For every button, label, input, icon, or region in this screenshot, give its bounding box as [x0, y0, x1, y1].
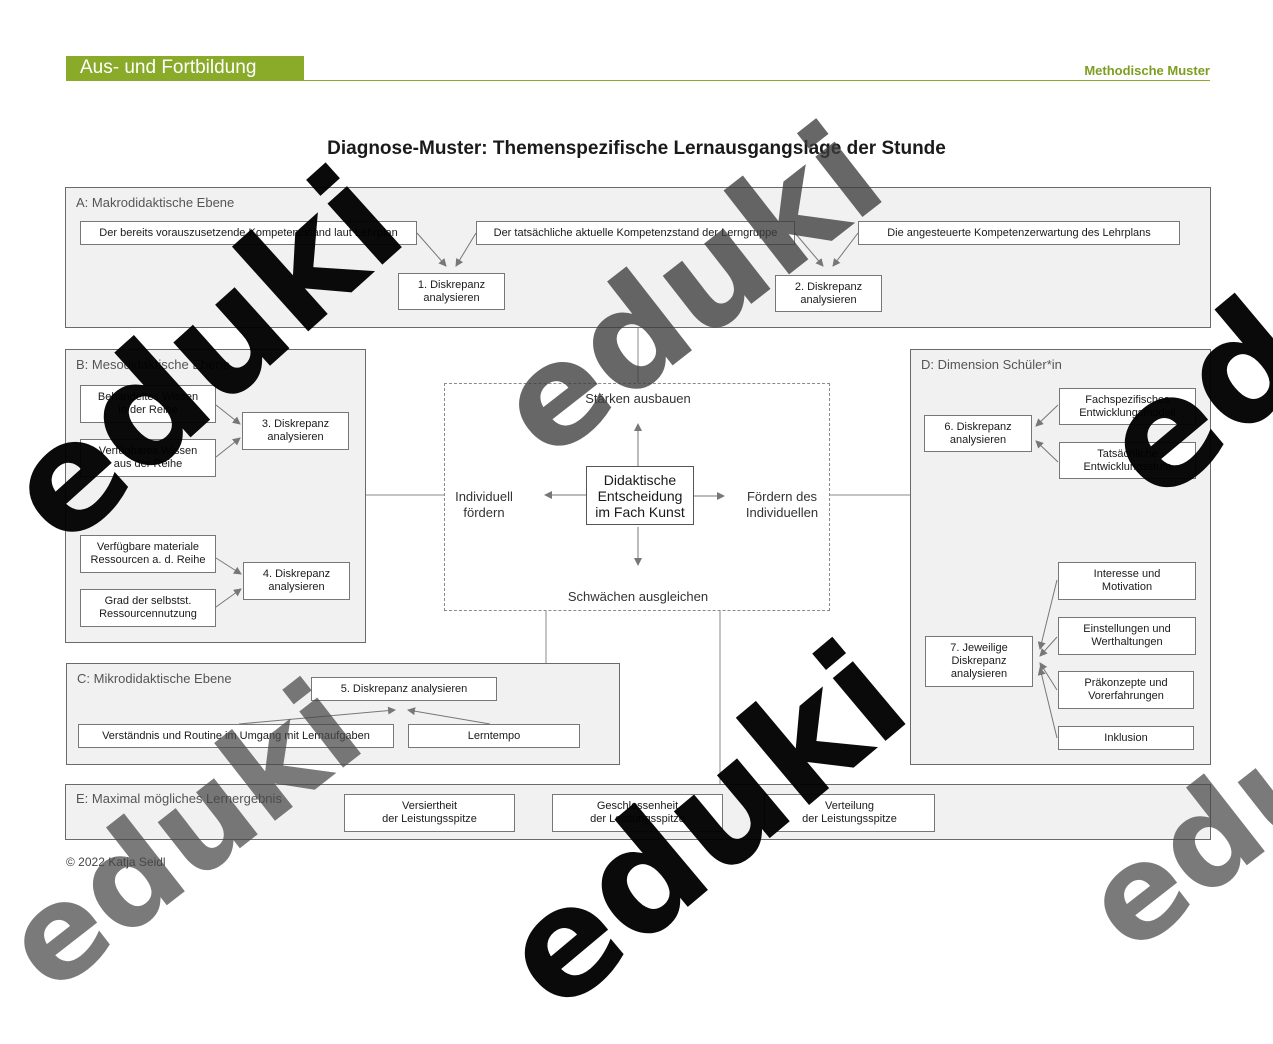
- header-category: Methodische Muster: [1084, 63, 1210, 78]
- discrepancy-1-box: 1. Diskrepanz analysieren: [398, 273, 505, 310]
- section-e-label: E: Maximal mögliches Lernergebnis: [76, 791, 282, 806]
- available-knowledge-box: Verfügbares Wissen aus der Reihe: [80, 439, 216, 477]
- header-divider: [66, 80, 1210, 81]
- attitudes-box: Einstellungen und Werthaltungen: [1058, 617, 1196, 655]
- label-individuals: Fördern des Individuellen: [745, 489, 819, 520]
- discrepancy-2-box: 2. Diskrepanz analysieren: [775, 275, 882, 312]
- section-a: [65, 187, 1211, 328]
- interest-box: Interesse und Motivation: [1058, 562, 1196, 600]
- section-b-label: B: Mesodidaktische Ebene: [76, 357, 230, 372]
- resource-usage-box: Grad der selbstst. Ressourcennutzung: [80, 589, 216, 627]
- preconceptions-box: Präkonzepte und Vorerfahrungen: [1058, 671, 1194, 709]
- distribution-box: Verteilung der Leistungsspitze: [764, 794, 935, 832]
- discrepancy-6-box: 6. Diskrepanz analysieren: [924, 415, 1032, 452]
- label-weaknesses: Schwächen ausgleichen: [567, 589, 709, 604]
- cohesion-box: Geschlossenheit der Leistungsspitze: [552, 794, 723, 832]
- page-title: Diagnose-Muster: Themenspezifische Lerna…: [327, 138, 946, 159]
- learning-pace-box: Lerntempo: [408, 724, 580, 748]
- discrepancy-5-box: 5. Diskrepanz analysieren: [311, 677, 497, 701]
- material-resources-box: Verfügbare materiale Ressourcen a. d. Re…: [80, 535, 216, 573]
- section-c-label: C: Mikrodidaktische Ebene: [77, 671, 232, 686]
- section-a-label: A: Makrodidaktische Ebene: [76, 195, 235, 210]
- routine-box: Verständnis und Routine im Umgang mit Le…: [78, 724, 394, 748]
- label-individual: Individuell fördern: [455, 489, 513, 520]
- development-stage-box: Tatsächliche Entwicklungsstufe: [1059, 442, 1196, 479]
- inclusion-box: Inklusion: [1058, 726, 1194, 750]
- section-d-label: D: Dimension Schüler*in: [921, 357, 1062, 372]
- actual-competence-box: Der tatsächliche aktuelle Kompetenzstand…: [476, 221, 795, 245]
- top-performance-box: Versiertheit der Leistungsspitze: [344, 794, 515, 832]
- development-model-box: Fachspezifisches Entwicklungsmodell: [1059, 388, 1196, 425]
- central-decision-box: Didaktische Entscheidung im Fach Kunst: [586, 466, 694, 525]
- target-competence-box: Die angesteuerte Kompetenzerwartung des …: [858, 221, 1180, 245]
- discrepancy-3-box: 3. Diskrepanz analysieren: [242, 412, 349, 450]
- header-tab: Aus- und Fortbildung: [66, 56, 304, 80]
- discrepancy-7-box: 7. Jeweilige Diskrepanz analysieren: [925, 636, 1033, 687]
- label-strengths: Stärken ausbauen: [585, 391, 691, 406]
- required-competence-box: Der bereits vorauszusetzende Kompetenzst…: [80, 221, 417, 245]
- discrepancy-4-box: 4. Diskrepanz analysieren: [243, 562, 350, 600]
- copyright: © 2022 Katja Seidl: [66, 855, 166, 869]
- covered-knowledge-box: Behandeltes Wissen in der Reihe: [80, 385, 216, 423]
